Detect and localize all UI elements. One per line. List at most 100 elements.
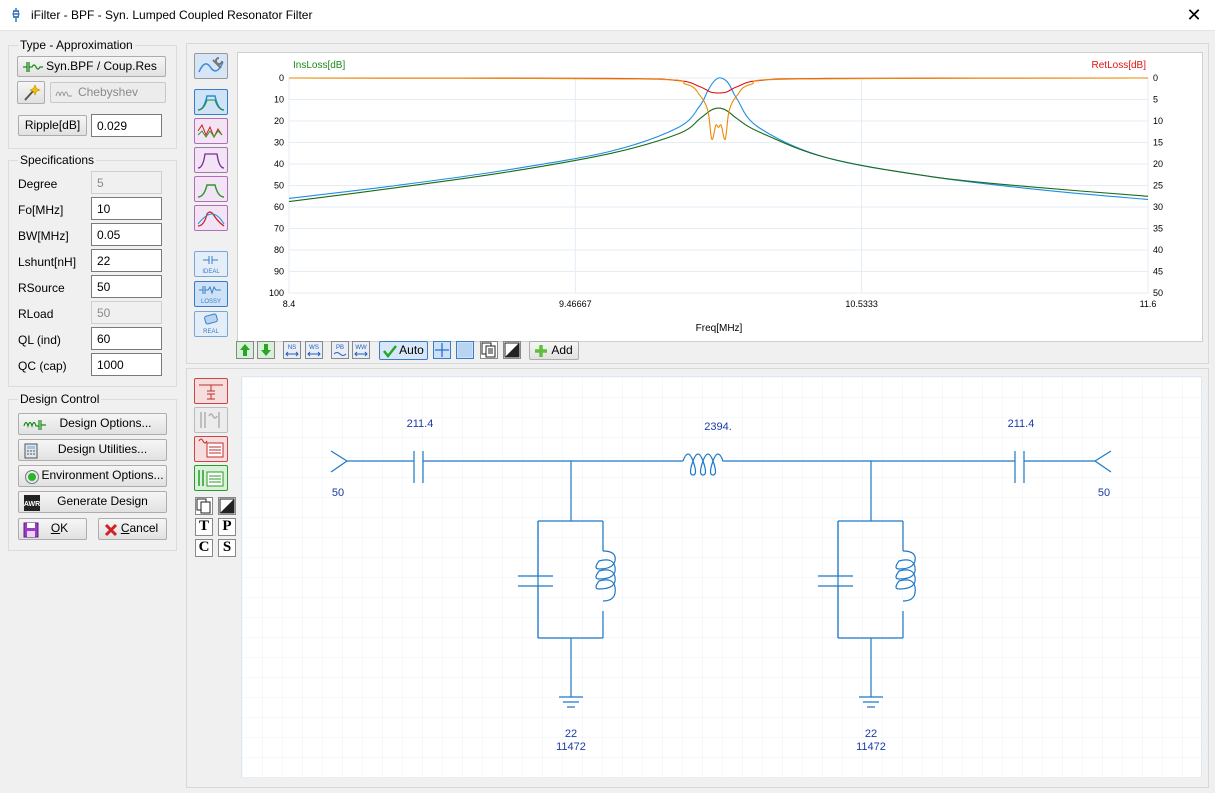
generate-design-button[interactable]: AWR Generate Design [18, 491, 167, 513]
wizard-button[interactable] [17, 81, 45, 104]
crosshair-icon [435, 343, 449, 357]
schematic-values-button[interactable] [194, 465, 228, 491]
svg-text:LOSSY: LOSSY [201, 299, 221, 305]
copy-icon [481, 342, 496, 358]
ns-icon: NS [285, 345, 299, 357]
y-left-tick: 50 [274, 181, 284, 191]
ql-input[interactable] [91, 327, 162, 350]
bw-input[interactable] [91, 223, 162, 246]
y-right-tick: 15 [1153, 138, 1163, 148]
rsource-input[interactable] [91, 275, 162, 298]
shunt-right-wires [837, 461, 904, 697]
filter-type-button[interactable]: Syn.BPF / Coup.Res [17, 56, 166, 77]
fo-input[interactable] [91, 197, 162, 220]
environment-options-button[interactable]: Environment Options... [18, 465, 167, 487]
response-gd-button[interactable] [194, 176, 228, 202]
move-down-button[interactable] [257, 341, 275, 359]
color-invert-button[interactable] [503, 341, 521, 359]
response-smith-button[interactable] [194, 205, 228, 231]
schematic-contrast-button[interactable] [218, 497, 236, 515]
design-control-group: Design Control [8, 392, 177, 551]
lshunt-input[interactable] [91, 249, 162, 272]
pb-button[interactable]: PB [331, 341, 349, 359]
copy-plot-button[interactable] [480, 341, 498, 359]
schematic-list-button[interactable] [194, 436, 228, 462]
degree-label: Degree [18, 177, 58, 191]
design-utilities-label: Design Utilities... [57, 442, 148, 456]
approximation-button[interactable]: Chebyshev [50, 82, 166, 103]
app-icon [12, 8, 20, 22]
load-resistance-label: 50 [1098, 487, 1110, 499]
ripple-label: Ripple[dB] [24, 118, 81, 132]
schematic-gray-icon [200, 412, 220, 428]
type-approximation-legend: Type - Approximation [18, 38, 135, 52]
awr-icon: AWR [24, 495, 40, 511]
ripple-input[interactable] [91, 114, 162, 137]
real-mode-button[interactable]: REAL [194, 311, 228, 337]
series-capacitor-right [1014, 451, 1025, 483]
x-tick: 11.6 [1140, 299, 1157, 309]
shunt-left-l-label: 22 [565, 728, 577, 740]
ws-button[interactable]: WS [305, 341, 323, 359]
response-retloss-button[interactable] [194, 118, 228, 144]
response-insloss-button[interactable] [194, 89, 228, 115]
environment-options-label: Environment Options... [41, 468, 164, 482]
schematic-disabled-button[interactable] [194, 407, 228, 433]
auto-scale-button[interactable]: Auto [379, 341, 428, 360]
specifications-group: Specifications [8, 153, 177, 387]
filter-type-label: Syn.BPF / Coup.Res [46, 59, 157, 73]
y-left-tick: 90 [274, 267, 284, 277]
shunt-inductor-right [895, 550, 916, 602]
cursor-button[interactable] [433, 341, 451, 359]
rsource-label: RSource [18, 281, 65, 295]
y-left-tick: 10 [274, 95, 284, 105]
ripple-button[interactable]: Ripple[dB] [18, 115, 87, 136]
p-button[interactable]: P [218, 518, 236, 536]
response-phase-button[interactable] [194, 147, 228, 173]
pb-icon: PB [333, 345, 347, 356]
schematic-topology-button[interactable] [194, 378, 228, 404]
y-left-tick: 30 [274, 138, 284, 148]
move-up-button[interactable] [236, 341, 254, 359]
environment-icon [25, 470, 39, 484]
lossy-mode-button[interactable]: LOSSY [194, 281, 228, 307]
ideal-mode-button[interactable]: IDEAL [194, 251, 228, 277]
x-tick: 8.4 [283, 299, 296, 309]
ql-label: QL (ind) [18, 333, 61, 347]
qc-input[interactable] [91, 353, 162, 376]
shunt-left-wires [537, 461, 604, 697]
add-trace-label: Add [551, 343, 573, 357]
grid-toggle-button[interactable] [456, 341, 474, 359]
tune-wrench-button[interactable] [194, 53, 228, 79]
ground-right [859, 696, 883, 708]
window-title: iFilter - BPF - Syn. Lumped Coupled Reso… [31, 8, 313, 22]
ok-button[interactable]: OK [18, 518, 87, 540]
s-button[interactable]: S [218, 539, 236, 557]
series-line-1 [288, 107, 1149, 203]
c-button[interactable]: C [195, 539, 213, 557]
arrow-down-icon [261, 344, 271, 356]
y-right-tick: 40 [1153, 245, 1163, 255]
close-button[interactable]: ✕ [1186, 5, 1202, 25]
cancel-button[interactable]: Cancel [98, 518, 167, 540]
passband-icon [197, 153, 225, 169]
design-utilities-button[interactable]: Design Utilities... [18, 439, 167, 461]
add-trace-button[interactable]: Add [529, 341, 579, 360]
y-right-tick: 45 [1153, 267, 1163, 277]
ideal-icon: IDEAL [202, 256, 220, 275]
ww-button[interactable]: WW [352, 341, 370, 359]
y-left-tick: 40 [274, 159, 284, 169]
ns-button[interactable]: NS [283, 341, 301, 359]
rload-label: RLoad [18, 307, 54, 321]
ww-icon: WW [354, 345, 368, 357]
y-right-tick: 5 [1153, 95, 1158, 105]
mixed-response-icon [197, 211, 225, 227]
text-button[interactable]: T [195, 518, 213, 536]
auto-scale-label: Auto [399, 343, 424, 357]
copy-schematic-button[interactable] [195, 497, 213, 515]
ws-icon: WS [307, 345, 321, 357]
design-options-button[interactable]: Design Options... [18, 413, 167, 435]
